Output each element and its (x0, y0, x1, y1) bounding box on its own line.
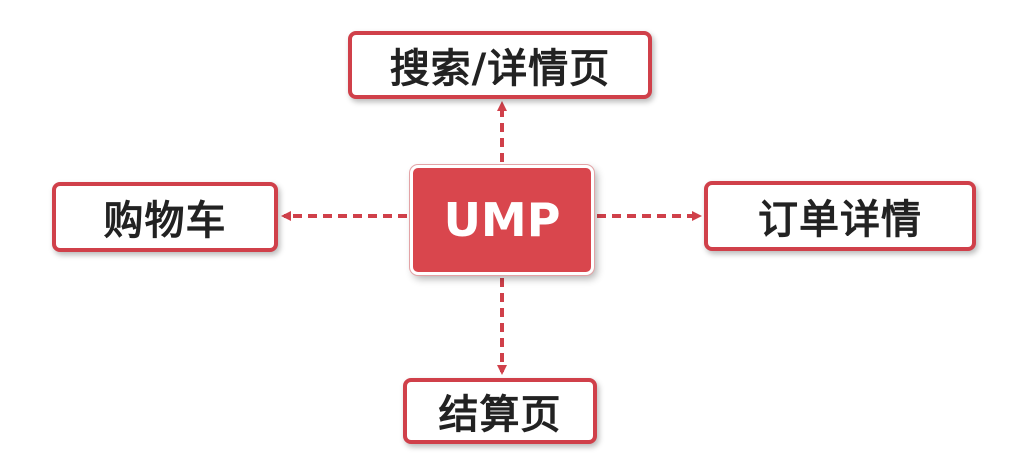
node-ump: UMP (410, 165, 594, 275)
node-checkout-page: 结算页 (403, 378, 597, 444)
node-search-detail-page: 搜索/详情页 (348, 31, 652, 99)
node-shopping-cart-label: 购物车 (103, 198, 227, 244)
node-ump-label: UMP (443, 193, 561, 247)
node-order-details: 订单详情 (704, 181, 976, 251)
node-checkout-page-label: 结算页 (438, 392, 562, 438)
node-order-details-label: 订单详情 (758, 197, 922, 243)
node-search-detail-page-label: 搜索/详情页 (389, 46, 611, 92)
node-shopping-cart: 购物车 (52, 182, 278, 252)
